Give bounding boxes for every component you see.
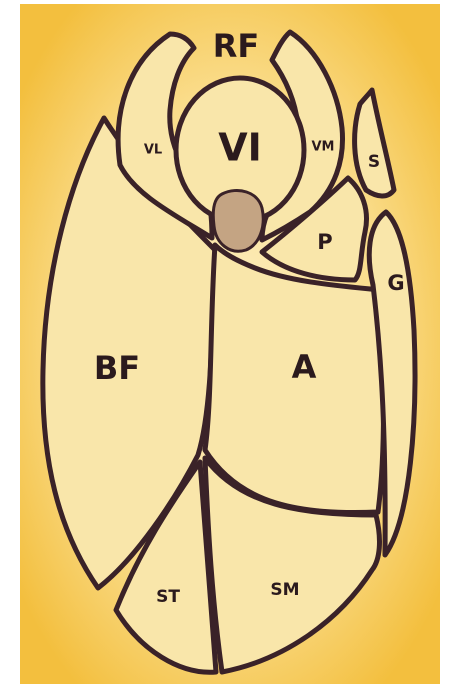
label-p: P [317, 230, 332, 254]
label-sm: SM [270, 580, 299, 600]
label-bf: BF [94, 349, 140, 387]
label-rf: RF [213, 27, 260, 65]
label-st: ST [156, 587, 180, 607]
label-g: G [387, 271, 404, 295]
label-vl: VL [144, 143, 162, 158]
label-vi: VI [218, 126, 262, 170]
label-s: S [368, 152, 380, 172]
label-a: A [292, 348, 317, 386]
label-vm: VM [312, 140, 335, 155]
femur-bone [213, 190, 263, 251]
